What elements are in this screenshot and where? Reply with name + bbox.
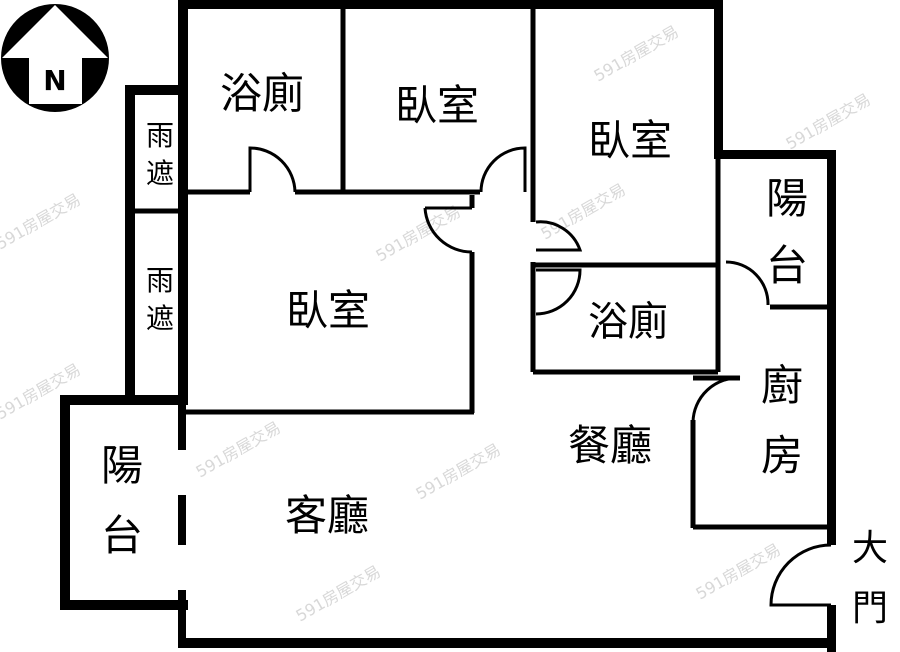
room-label-bath: 浴廁: [588, 299, 668, 345]
room-label-rain-shelter: 遮: [146, 302, 174, 335]
door-master-bedroom: [423, 206, 473, 254]
watermark: 591房屋交易: [193, 418, 284, 482]
room-label-balcony: 陽: [766, 174, 808, 223]
room-label-bedroom: 臥室: [395, 81, 479, 130]
watermark: 591房屋交易: [538, 180, 629, 244]
entrance-label: 門: [852, 588, 888, 629]
watermark: 591房屋交易: [293, 562, 384, 626]
door-balcony: [725, 260, 770, 306]
watermark: 591房屋交易: [0, 190, 84, 254]
room-label-master-bedroom: 臥室: [286, 286, 370, 335]
room-label-balcony: 台: [766, 241, 808, 290]
room-label-rain-shelter: 雨: [146, 264, 174, 297]
watermark: 591房屋交易: [413, 440, 504, 504]
room-label-living: 客廳: [285, 491, 369, 540]
room-label-rain-shelter: 雨: [146, 119, 174, 152]
room-label-bedroom: 臥室: [588, 116, 672, 165]
interior-walls: [130, 8, 830, 530]
room-label-kitchen: 廚: [761, 361, 803, 410]
door-kitchen: [691, 376, 741, 423]
exterior-walls: [60, 0, 836, 652]
watermark: 591房屋交易: [783, 90, 874, 154]
watermark: 591房屋交易: [693, 540, 784, 604]
room-label-balcony: 陽: [101, 441, 143, 490]
room-label-dining: 餐廳: [568, 421, 652, 470]
room-label-kitchen: 房: [761, 431, 803, 480]
door-bath-2: [535, 268, 582, 316]
watermark: 591房屋交易: [0, 360, 84, 424]
room-label-bath: 浴廁: [220, 69, 304, 118]
door-bath-1: [248, 146, 297, 193]
watermark: 591房屋交易: [373, 202, 464, 266]
door-bedroom-3: [535, 220, 583, 252]
room-label-balcony: 台: [101, 511, 143, 560]
room-label-rain-shelter: 遮: [146, 157, 174, 190]
door-main-entrance: [769, 543, 832, 607]
north-compass-icon: N: [1, 4, 109, 112]
watermark: 591房屋交易: [591, 22, 682, 86]
compass-label: N: [43, 64, 66, 97]
entrance-label: 大: [852, 528, 888, 569]
door-bedroom-2: [479, 146, 527, 193]
doors: [248, 146, 832, 607]
